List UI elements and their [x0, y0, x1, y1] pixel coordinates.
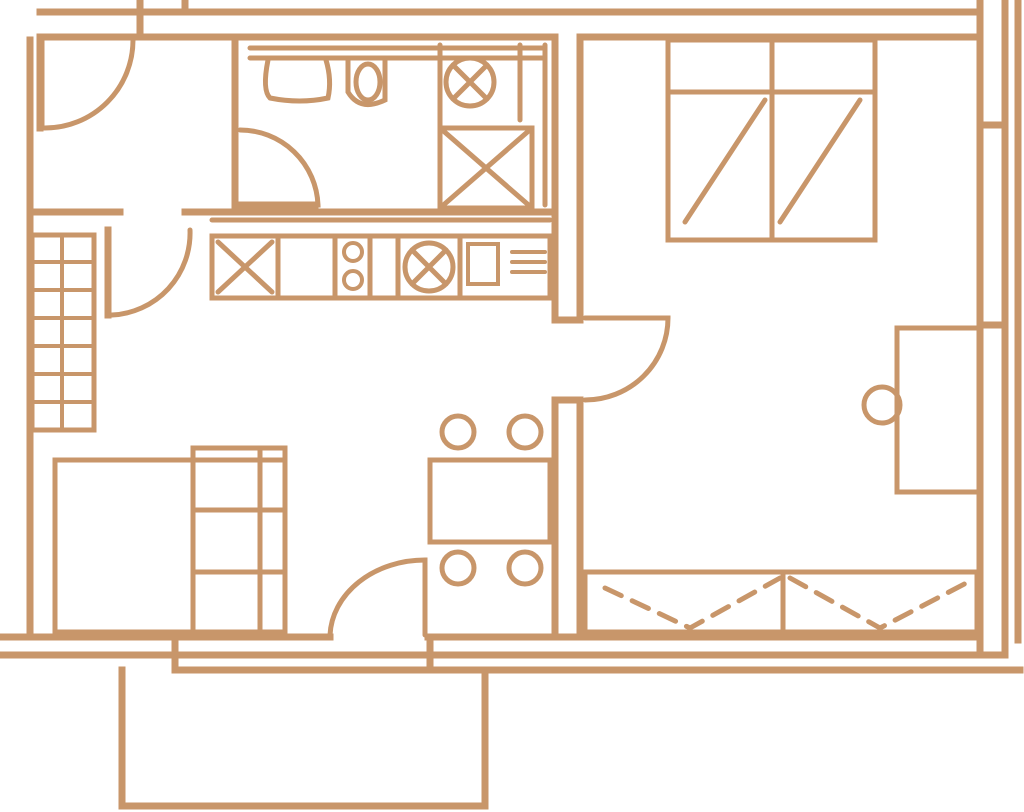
plan-line — [439, 549, 477, 587]
desk — [861, 325, 983, 495]
toilet-icon — [353, 61, 383, 103]
plan-line — [237, 127, 321, 208]
plan-line — [582, 315, 671, 403]
bathroom-fixtures — [247, 42, 548, 211]
exterior-walls — [0, 0, 1024, 674]
sink-icon — [466, 242, 500, 286]
plan-line — [36, 8, 984, 41]
washer-icon — [443, 55, 497, 109]
chair-icon — [861, 384, 903, 426]
balcony — [118, 666, 489, 810]
plan-line — [327, 557, 428, 638]
plan-line — [118, 666, 489, 810]
plan-line — [450, 62, 490, 102]
plan-line — [190, 445, 288, 635]
plan-line — [52, 457, 288, 635]
dining-table — [427, 413, 553, 587]
plan-line — [506, 413, 544, 451]
plan-line — [602, 575, 975, 631]
plan-line — [427, 457, 553, 545]
plan-line — [262, 57, 333, 104]
plan-line — [105, 227, 193, 318]
plan-line — [30, 233, 96, 432]
plan-line — [345, 55, 388, 107]
staircase — [29, 232, 97, 433]
bed — [665, 37, 878, 243]
plan-line — [0, 633, 1024, 674]
sofa — [52, 445, 288, 635]
plan-line — [171, 636, 434, 674]
plan-line — [437, 42, 548, 211]
plan-line — [247, 45, 548, 61]
wardrobe — [582, 569, 980, 635]
hob-icon — [342, 241, 364, 263]
plan-line — [409, 247, 449, 287]
plan-line — [215, 239, 275, 295]
plan-line — [978, 121, 1009, 329]
plan-line — [551, 33, 584, 324]
plan-line — [665, 37, 878, 243]
plan-line — [551, 396, 584, 639]
plan-line — [439, 413, 477, 451]
plan-line — [342, 269, 364, 291]
plan-line — [231, 36, 319, 209]
plan-line — [209, 233, 553, 301]
plan-line — [190, 445, 288, 635]
plan-line — [136, 0, 189, 41]
plan-line — [894, 325, 983, 495]
plan-line — [437, 125, 535, 211]
plan-line — [26, 208, 554, 319]
door-bathroom — [237, 127, 321, 208]
door-bedroom — [582, 315, 671, 403]
plan-line — [682, 97, 863, 225]
door-entrance-top — [39, 37, 136, 131]
kitchen-counter — [209, 217, 553, 301]
plan-line — [39, 37, 136, 131]
door-living-room — [327, 557, 428, 638]
door-staircase — [105, 227, 193, 318]
dishwasher-icon — [402, 240, 456, 294]
plan-line — [510, 250, 547, 274]
plan-line — [506, 549, 544, 587]
plan-line — [275, 233, 463, 301]
